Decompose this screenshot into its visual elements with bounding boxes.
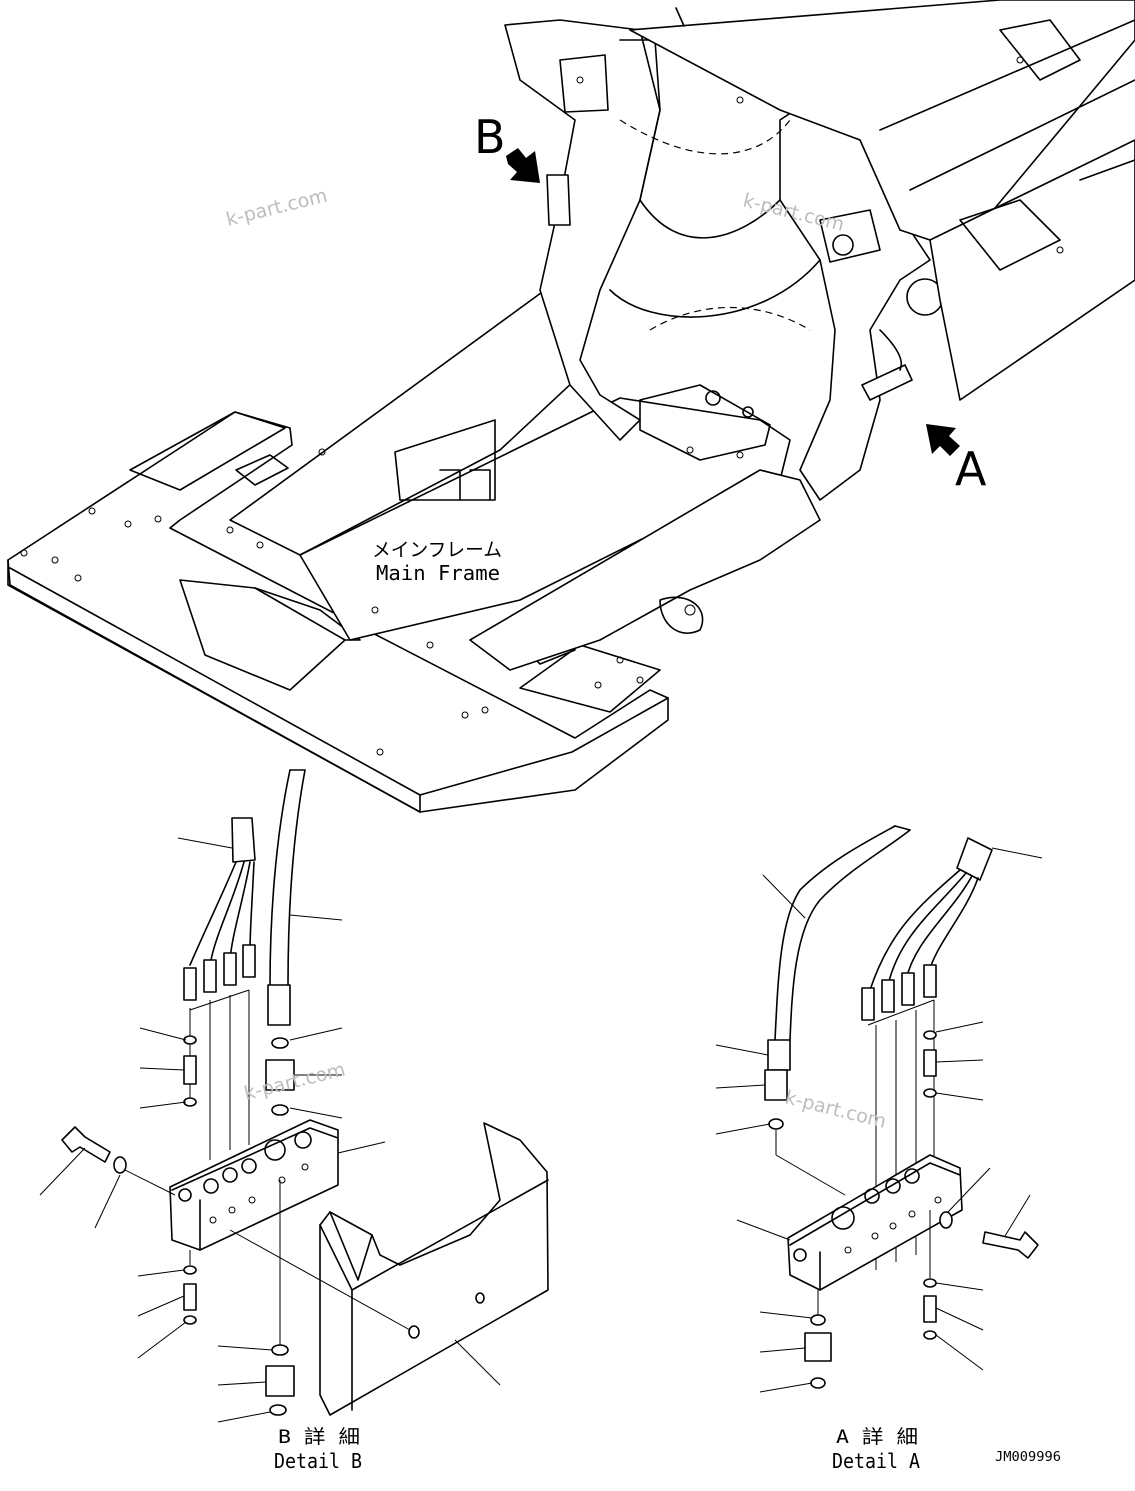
detail-a-title-jp: A 詳 細 [836,1426,918,1448]
main-frame-drawing [7,0,1135,813]
watermark-1: k-part.com [224,184,330,230]
view-arrow-a: A [926,424,987,496]
view-arrow-b: B [474,110,540,183]
main-frame-label-en: Main Frame [376,561,500,585]
main-frame-label-jp: メインフレーム [372,539,502,561]
detail-a-assembly [715,825,1043,1393]
detail-a-title-en: Detail A [832,1449,920,1473]
watermark-4: k-part.com [783,1087,889,1133]
detail-b-assembly [39,769,549,1423]
detail-b-leaders [39,837,501,1423]
frame-bolts [20,56,1064,756]
view-arrow-a-letter: A [955,442,987,496]
detail-b-title-jp: B 詳 細 [278,1426,360,1448]
drawing-number: JM009996 [995,1450,1061,1465]
detail-a-leaders [715,847,1043,1393]
detail-b-title-en: Detail B [274,1449,362,1473]
view-arrow-b-letter: B [474,110,506,164]
